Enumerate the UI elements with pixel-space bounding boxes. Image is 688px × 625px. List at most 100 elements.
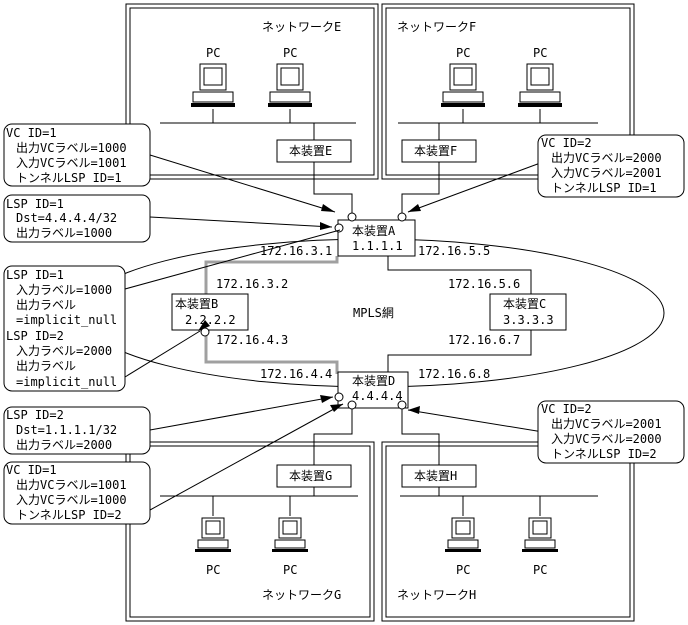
callout-lsp-b-text: LSP ID=1 入力ラベル=1000 出力ラベル =implicit_null… xyxy=(6,268,117,389)
callout-line xyxy=(149,216,333,228)
callout-line xyxy=(149,403,344,511)
arrowhead xyxy=(320,222,332,230)
device-e xyxy=(276,139,352,163)
callout-lsp1-a-text: LSP ID=1 Dst=4.4.4.4/32 出力ラベル=1000 xyxy=(6,197,117,240)
callout-line xyxy=(124,330,201,378)
pc-label: PC xyxy=(456,46,470,60)
port-d-g xyxy=(347,400,357,410)
network-f-frame xyxy=(381,3,635,180)
callout-line-text: 入力VCラベル=1000 xyxy=(16,493,127,507)
ip-a-right: 172.16.5.5 xyxy=(418,244,490,258)
network-f-label: ネットワークF xyxy=(397,20,476,34)
pc-label: PC xyxy=(283,46,297,60)
pc-label: PC xyxy=(533,563,547,577)
ip-d-left: 172.16.4.4 xyxy=(260,367,332,381)
device-b-ip: 2.2.2.2 xyxy=(185,313,236,327)
pc-icon xyxy=(522,517,558,552)
callout-line-text: 出力ラベル xyxy=(16,359,76,373)
port-d-vc xyxy=(334,392,344,402)
link-h-d xyxy=(401,405,440,465)
callout-line-text: LSP ID=1 xyxy=(6,268,64,282)
pc-icon xyxy=(518,63,562,107)
callout-vc2-a xyxy=(537,134,685,198)
callout-line-text: =implicit_null xyxy=(16,375,117,389)
callout-line-text: VC ID=2 xyxy=(541,136,592,150)
callout-vc2-d-text: VC ID=2 出力VCラベル=2001 入力VCラベル=2000 トンネルLS… xyxy=(541,402,662,461)
callout-line xyxy=(149,154,336,213)
arrowheads xyxy=(198,204,421,414)
callout-lsp1-a xyxy=(3,194,151,243)
callout-line-text: 出力VCラベル=1001 xyxy=(16,478,127,492)
device-a-ip: 1.1.1.1 xyxy=(352,239,403,253)
callout-line-text: LSP ID=2 xyxy=(6,329,64,343)
port-d-h xyxy=(397,400,407,410)
arrowhead xyxy=(408,406,420,414)
link-e-a xyxy=(313,162,353,213)
pc-label: PC xyxy=(456,563,470,577)
network-e-label: ネットワークE xyxy=(262,20,341,34)
ip-a-left: 172.16.3.1 xyxy=(260,244,332,258)
network-g-frame xyxy=(125,441,375,622)
ip-c-top: 172.16.5.6 xyxy=(448,277,520,291)
pc-label: PC xyxy=(283,563,297,577)
device-b xyxy=(171,293,249,331)
callout-lsp-b xyxy=(3,265,126,392)
network-g-inner xyxy=(129,445,371,618)
callout-line-text: 入力ラベル=2000 xyxy=(16,344,112,358)
device-g-name: 本装置G xyxy=(289,469,332,483)
device-f xyxy=(401,139,477,163)
callout-line-text: 入力VCラベル=1001 xyxy=(16,156,127,170)
device-a-name: 本装置A xyxy=(352,224,396,238)
pc-icon xyxy=(268,63,312,107)
network-e-inner xyxy=(129,7,375,176)
callout-line-text: トンネルLSP ID=1 xyxy=(551,181,657,195)
callout-line-text: Dst=4.4.4.4/32 xyxy=(16,211,117,225)
callout-vc1-a-text: VC ID=1 出力VCラベル=1000 入力VCラベル=1001 トンネルLS… xyxy=(6,126,127,185)
pc-label: PC xyxy=(206,46,220,60)
ip-b-bottom: 172.16.4.3 xyxy=(216,333,288,347)
device-h xyxy=(401,464,477,488)
network-e-frame xyxy=(125,3,379,180)
callout-vc1-d-text: VC ID=1 出力VCラベル=1001 入力VCラベル=1000 トンネルLS… xyxy=(6,463,127,522)
pc-icon xyxy=(445,517,481,552)
port-a-vc xyxy=(334,223,344,233)
network-h-label: ネットワークH xyxy=(397,588,476,602)
callout-line-text: 出力ラベル=1000 xyxy=(16,226,112,240)
device-h-name: 本装置H xyxy=(414,469,457,483)
callout-vc2-a-text: VC ID=2 出力VCラベル=2000 入力VCラベル=2001 トンネルLS… xyxy=(541,136,662,195)
device-c xyxy=(489,293,567,331)
link-c-d xyxy=(387,328,532,372)
device-c-name: 本装置C xyxy=(503,297,546,311)
callout-line-text: 入力VCラベル=2000 xyxy=(551,432,662,446)
lsp-path-b-d xyxy=(204,328,339,374)
pc-icon xyxy=(191,63,235,107)
link-f-a xyxy=(401,162,440,213)
arrowhead xyxy=(198,320,210,331)
callout-line-text: VC ID=1 xyxy=(6,126,57,140)
network-h-frame xyxy=(381,441,635,622)
callout-lsp2-d xyxy=(3,406,151,455)
device-f-name: 本装置F xyxy=(414,144,457,158)
callout-line-text: 入力ラベル=1000 xyxy=(16,283,112,297)
pc-icon xyxy=(195,517,231,552)
port-a-f xyxy=(397,212,407,222)
callout-line-text: トンネルLSP ID=2 xyxy=(551,447,657,461)
device-c-ip: 3.3.3.3 xyxy=(503,313,554,327)
callout-line-text: LSP ID=2 xyxy=(6,408,64,422)
pc-icon xyxy=(441,63,485,107)
device-e-name: 本装置E xyxy=(289,144,332,158)
device-g xyxy=(276,464,352,488)
arrowhead xyxy=(408,204,421,212)
callout-vc1-d xyxy=(3,461,151,525)
callout-vc2-d xyxy=(537,400,685,464)
callout-line-text: VC ID=1 xyxy=(6,463,57,477)
port-a-e xyxy=(347,212,357,222)
link-a-c xyxy=(387,256,532,294)
device-a xyxy=(337,219,416,257)
ip-b-top: 172.16.3.2 xyxy=(216,277,288,291)
callout-line-text: LSP ID=1 xyxy=(6,197,64,211)
network-h-inner xyxy=(385,445,631,618)
ip-d-right: 172.16.6.8 xyxy=(418,367,490,381)
callout-line xyxy=(407,409,544,433)
